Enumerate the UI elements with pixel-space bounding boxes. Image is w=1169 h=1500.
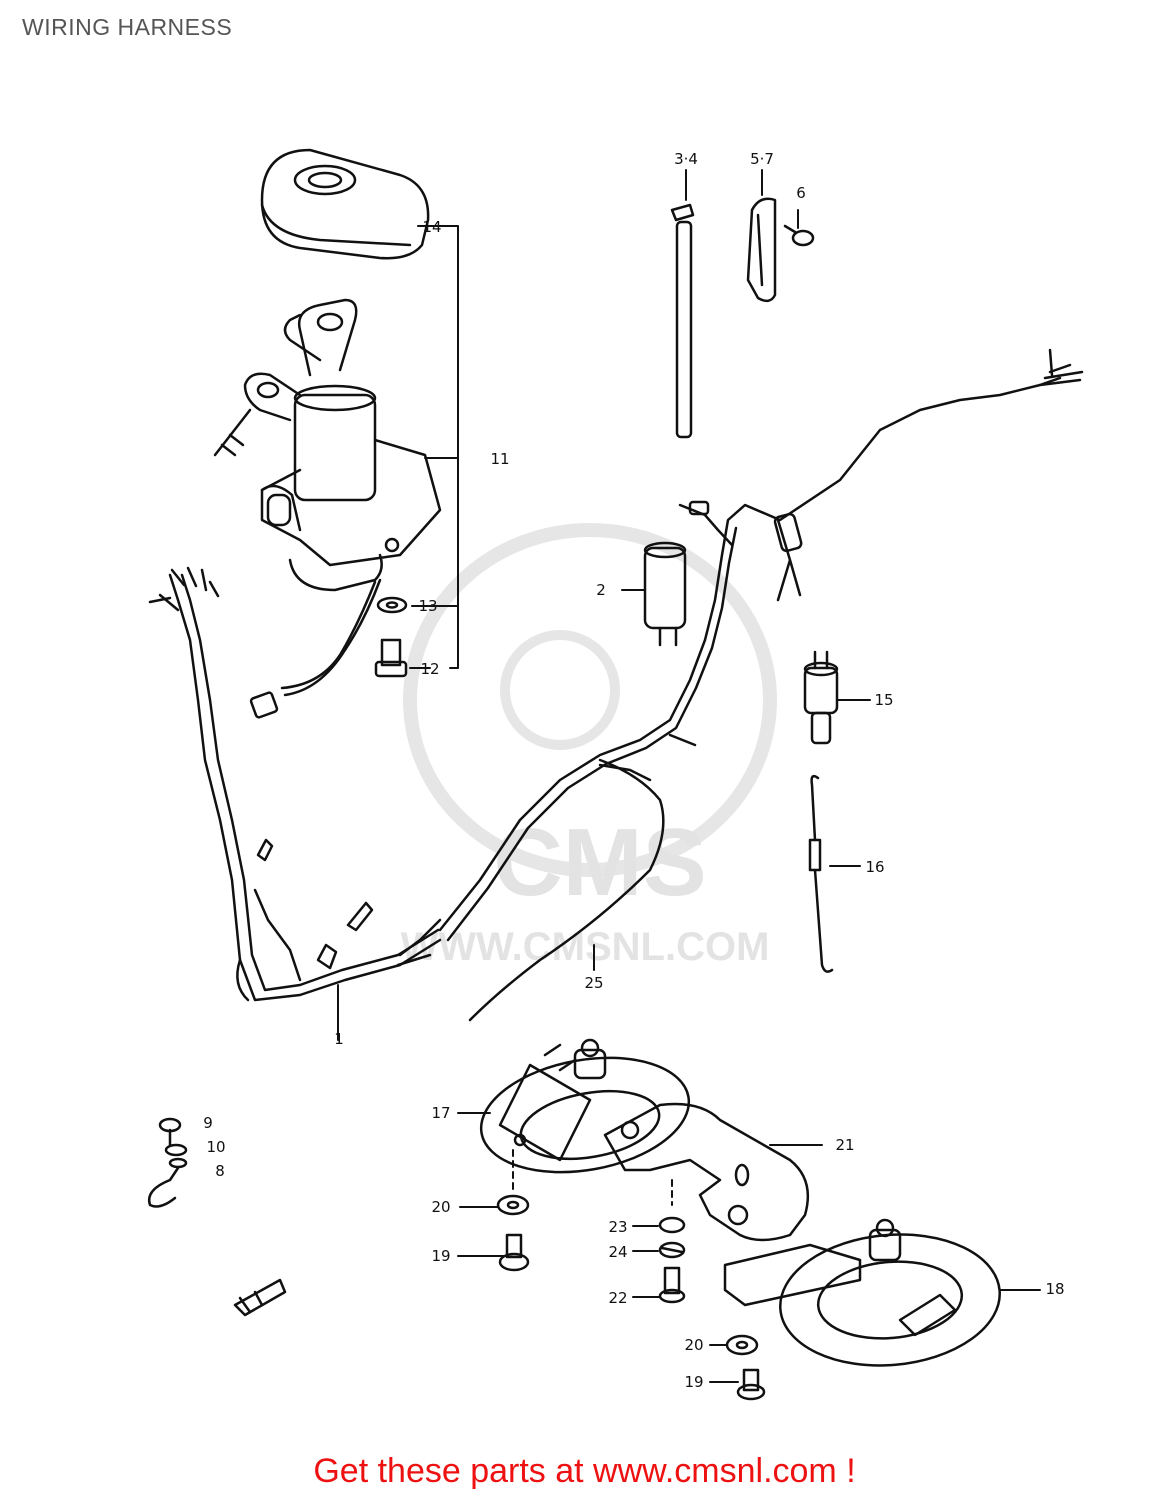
harness-1	[148, 566, 442, 1041]
bolt-19a	[498, 1233, 530, 1272]
callout-19a: 19	[431, 1247, 450, 1265]
washer-10	[164, 1143, 188, 1157]
horn-18	[723, 1218, 1041, 1367]
callout-15: 15	[874, 691, 893, 709]
callout-5-7: 5·7	[750, 150, 774, 168]
rod-3-4	[670, 169, 695, 439]
washer-20b	[725, 1334, 759, 1356]
callout-19b: 19	[684, 1373, 703, 1391]
relay-2	[621, 541, 687, 647]
callout-23: 23	[608, 1218, 627, 1236]
callout-24: 24	[608, 1243, 627, 1261]
callout-2: 2	[596, 581, 606, 599]
parts-diagram: CMS WWW.CMSNL.COM	[147, 148, 1084, 1401]
callout-22: 22	[608, 1289, 627, 1307]
callouts: 3·4 5·7 6 14 11 2 13 12 15 16 25 1 17 21…	[203, 150, 1064, 1391]
callout-9: 9	[203, 1114, 213, 1132]
clamp-5-7	[746, 169, 777, 303]
callout-17: 17	[431, 1104, 450, 1122]
washer-23	[658, 1216, 686, 1234]
group-bracket	[409, 225, 459, 669]
washer-13	[376, 596, 408, 614]
ignition-switch	[213, 298, 442, 719]
callout-16: 16	[865, 858, 884, 876]
harness-25	[438, 348, 1084, 1022]
bolt-22	[658, 1266, 686, 1304]
callout-12: 12	[420, 660, 439, 678]
callout-20a: 20	[431, 1198, 450, 1216]
callout-14: 14	[422, 218, 441, 236]
front-arrow	[233, 1278, 287, 1317]
callout-6: 6	[796, 184, 806, 202]
page-title: WIRING HARNESS	[22, 14, 233, 40]
bolt-19b	[736, 1368, 766, 1401]
horn-17	[479, 1038, 691, 1191]
callout-1: 1	[334, 1030, 344, 1048]
callout-25: 25	[584, 974, 603, 992]
bracket-21	[603, 1102, 823, 1242]
callout-8: 8	[215, 1162, 225, 1180]
callout-21: 21	[835, 1136, 854, 1154]
footer-parts-link[interactable]: Get these parts at www.cmsnl.com !	[313, 1452, 856, 1490]
spring-16	[808, 774, 861, 973]
ignition-cover	[260, 148, 430, 260]
bolt-12	[374, 638, 408, 678]
callout-3-4: 3·4	[674, 150, 698, 168]
screw-9	[158, 1117, 182, 1147]
callout-13: 13	[418, 597, 437, 615]
watermark: CMS WWW.CMSNL.COM	[401, 523, 777, 969]
washer-20a	[496, 1194, 530, 1216]
hook-8	[147, 1157, 188, 1208]
watermark-brand: CMS	[493, 809, 706, 916]
callout-18: 18	[1045, 1280, 1064, 1298]
callout-11: 11	[490, 450, 509, 468]
callout-20b: 20	[684, 1336, 703, 1354]
watermark-url: WWW.CMSNL.COM	[401, 925, 770, 969]
switch-15	[803, 650, 871, 745]
screw-6	[783, 209, 815, 247]
washer-24	[658, 1241, 686, 1259]
callout-10: 10	[206, 1138, 225, 1156]
